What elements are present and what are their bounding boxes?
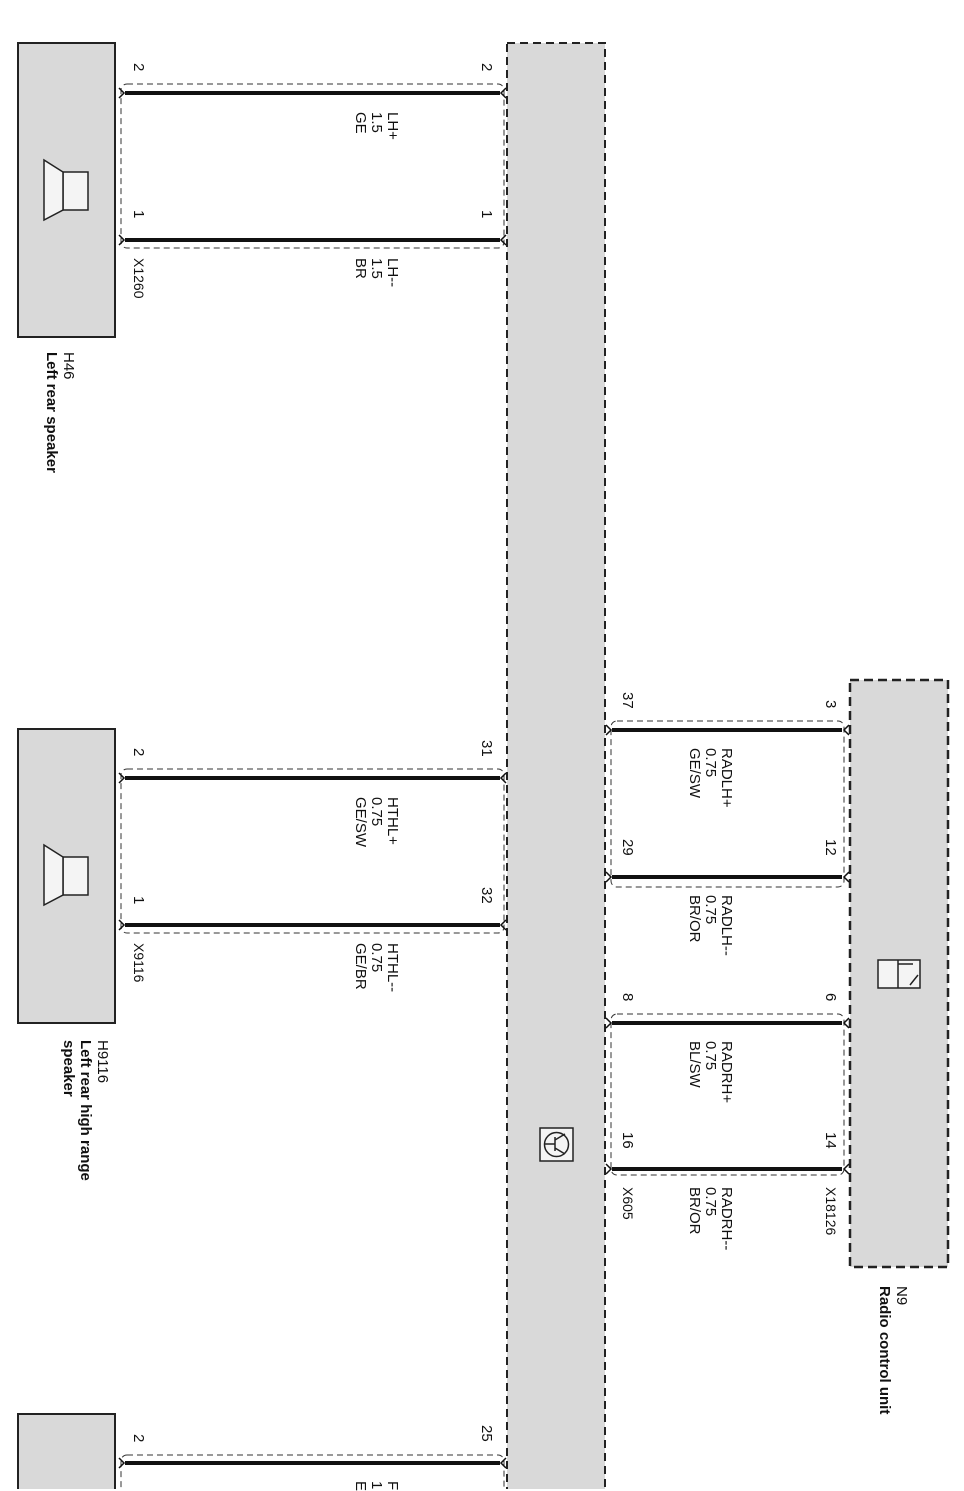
connector-x18126: X18126: [823, 1187, 839, 1236]
pin-h46-1: 1: [130, 210, 147, 219]
ground-symbol-icon: [539, 1127, 574, 1162]
radio-icon: [877, 959, 921, 989]
pin-amp-8: 8: [619, 993, 636, 1002]
pin-h46-2: 2: [130, 63, 147, 72]
pin-radio-3: 3: [822, 700, 839, 709]
pin-radio-14: 14: [822, 1132, 839, 1149]
pin-amp-25: 25: [478, 1425, 495, 1442]
pin-radio-12: 12: [822, 839, 839, 856]
shield-bottom-pair: [120, 1454, 505, 1489]
pin-amp-32: 32: [478, 887, 495, 904]
pin-amp-2: 2: [478, 63, 495, 72]
pin-amp-1: 1: [478, 210, 495, 219]
speaker-icon: [43, 158, 89, 222]
terminal-mark: [118, 234, 507, 246]
shield-radlh-pair: [610, 720, 845, 888]
connector-x605: X605: [620, 1187, 636, 1220]
pin-h9116-1: 1: [130, 896, 147, 905]
pin-h9116-2: 2: [130, 748, 147, 757]
speaker-icon: [43, 843, 89, 907]
pin-amp-16: 16: [619, 1132, 636, 1149]
connector-x1260: X1260: [131, 258, 147, 299]
shield-radrh-pair: [610, 1013, 845, 1176]
terminal-mark: [605, 871, 850, 883]
shield-lh-pair: [120, 83, 505, 249]
pin-radio-6: 6: [822, 993, 839, 1002]
connector-x9116: X9116: [131, 943, 147, 983]
terminal-mark: [118, 87, 507, 99]
shield-hthl-pair: [120, 768, 505, 934]
amplifier-unit-box: [506, 42, 606, 1489]
terminal-mark: [118, 919, 507, 931]
terminal-mark: [605, 724, 850, 736]
pin-bottom-2: 2: [130, 1434, 147, 1443]
pin-amp-37: 37: [619, 692, 636, 709]
terminal-mark: [605, 1163, 850, 1175]
pin-amp-29: 29: [619, 839, 636, 856]
pin-amp-31: 31: [478, 740, 495, 757]
terminal-mark: [118, 772, 507, 784]
speaker-bottom-box: [17, 1413, 116, 1489]
terminal-mark: [118, 1457, 507, 1469]
terminal-mark: [605, 1017, 850, 1029]
